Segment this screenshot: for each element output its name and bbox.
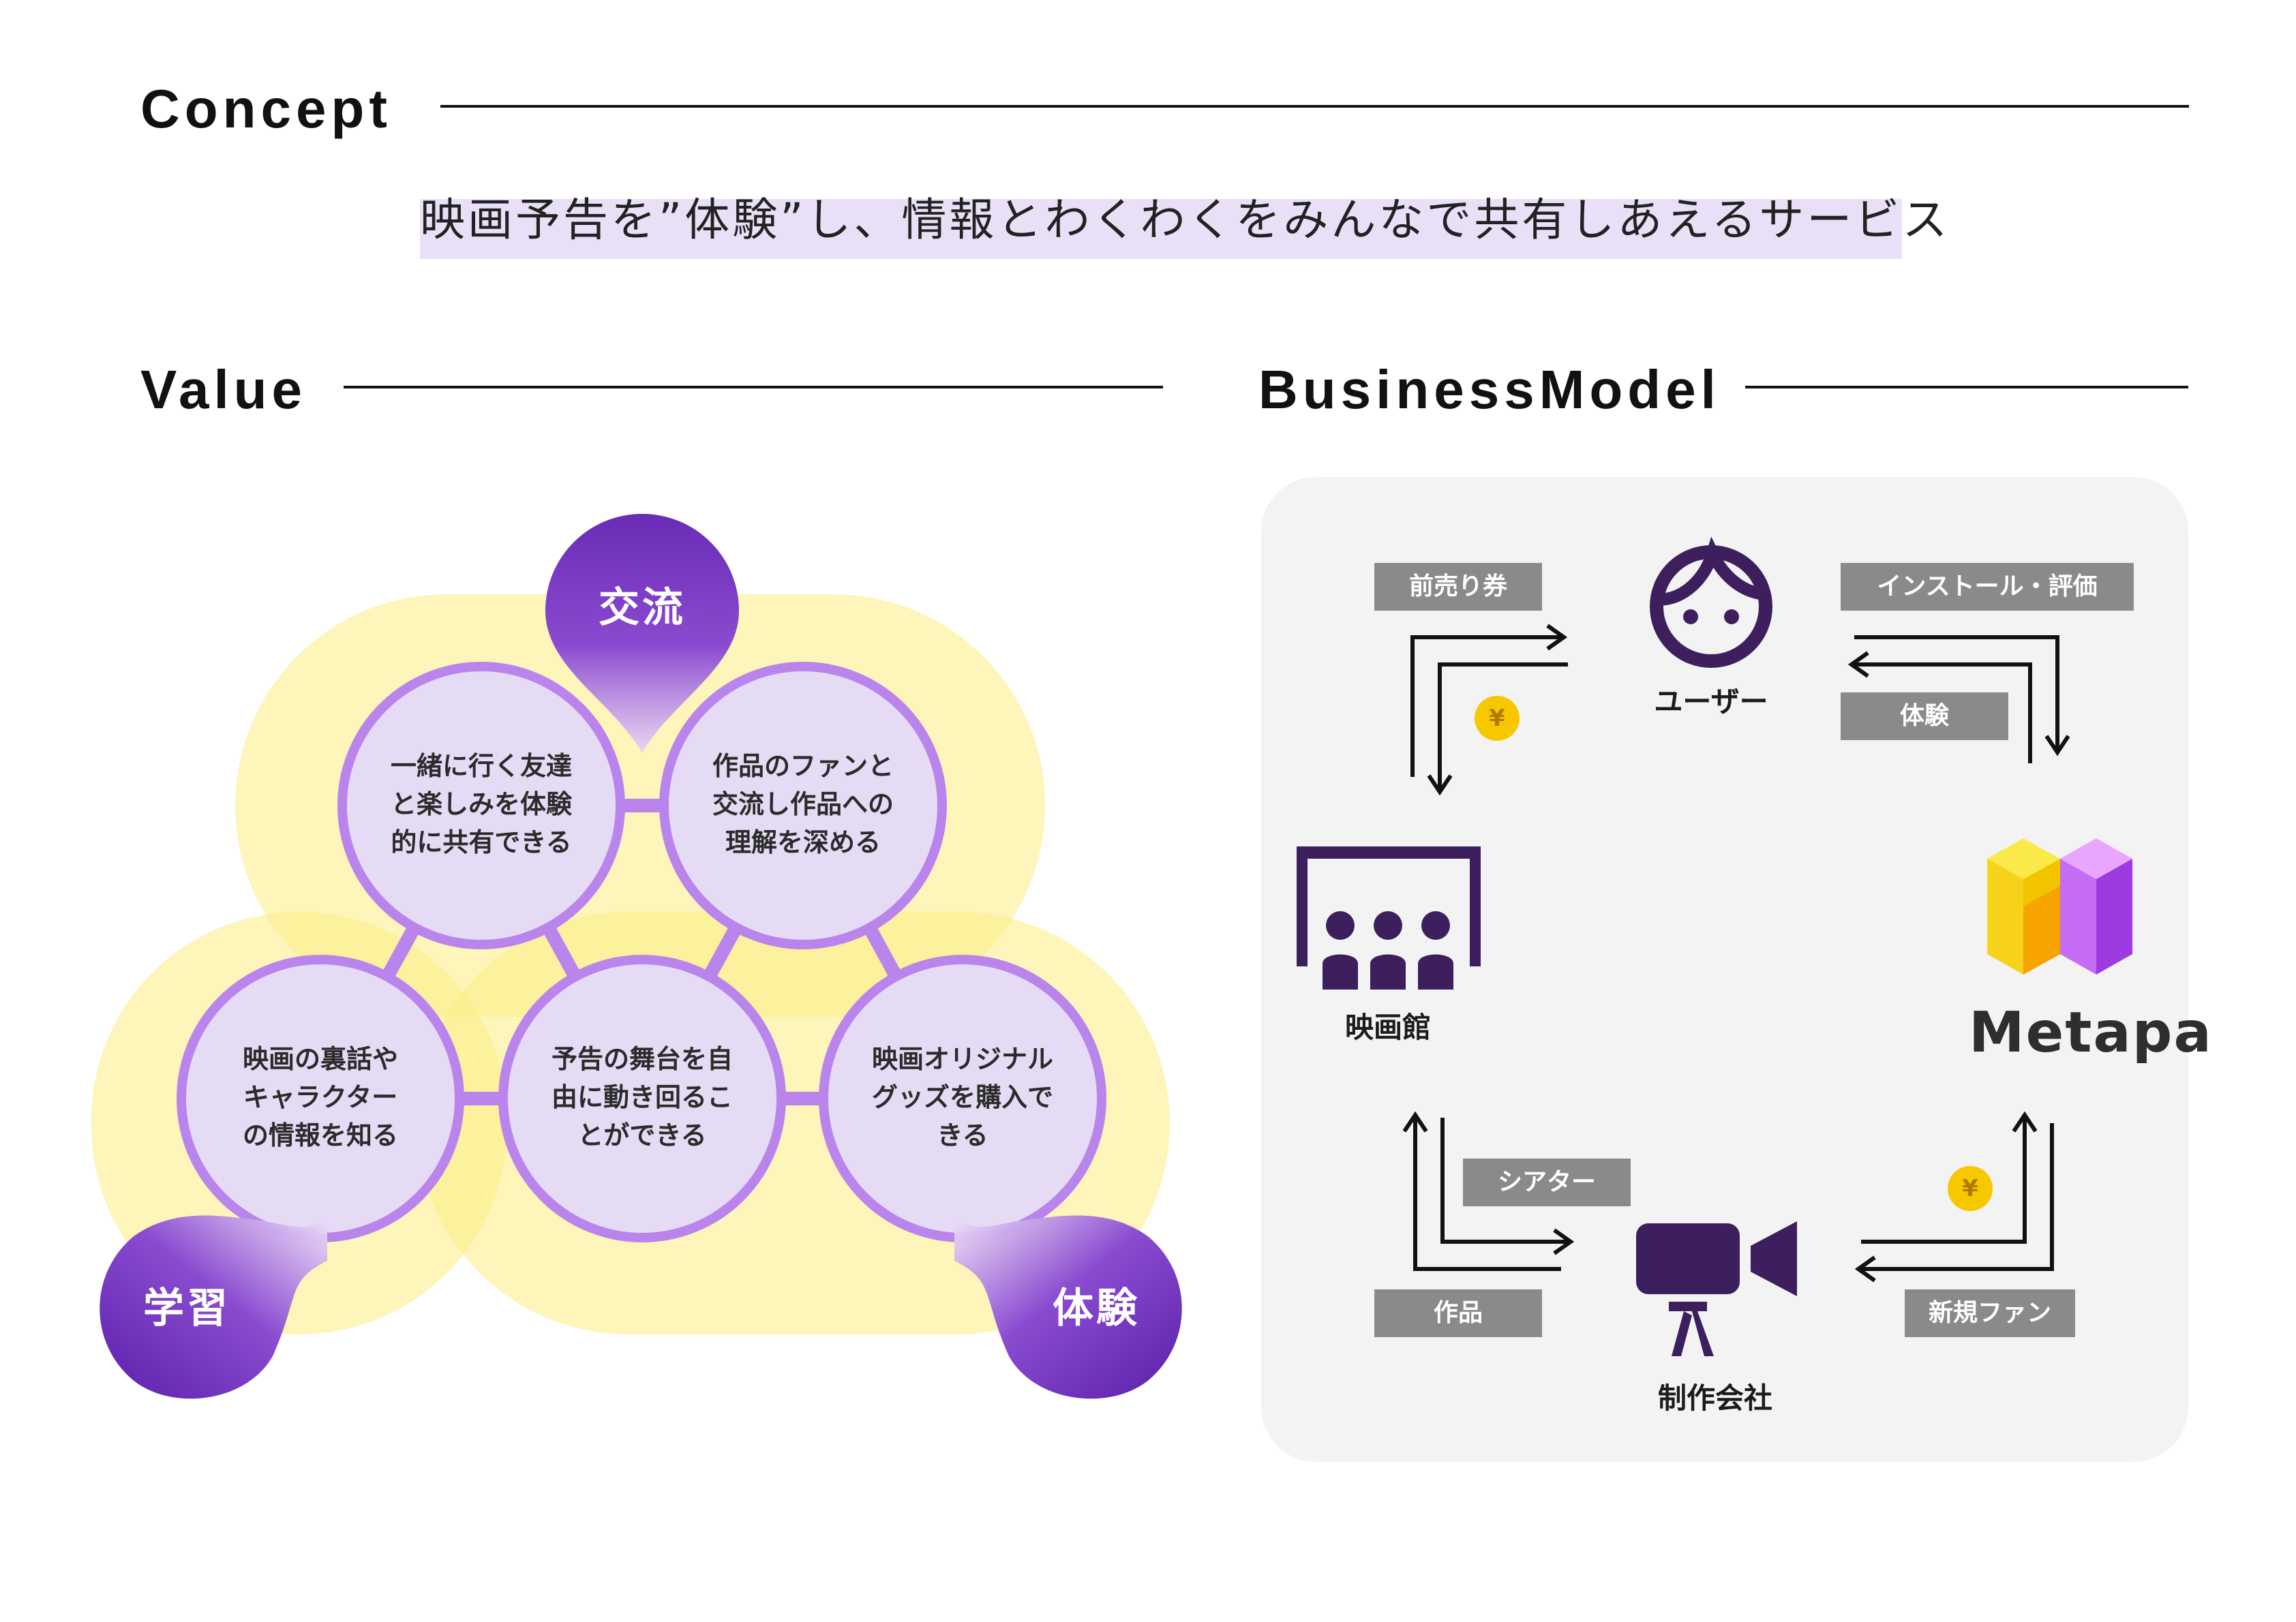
arrow-metapa-to-studio <box>1861 1123 2054 1271</box>
tag-theater: シアター <box>1463 1159 1631 1206</box>
arrow-head <box>2044 735 2070 756</box>
bubble-line: 的に共有できる <box>391 827 572 857</box>
arrow-theater-to-user <box>1410 635 1561 777</box>
arrow-head <box>1402 1111 1428 1133</box>
value-rule <box>344 386 1163 388</box>
arrow-studio-to-theater <box>1413 1118 1561 1271</box>
arrow-user-to-theater <box>1438 662 1568 789</box>
tag-experience: 体験 <box>1841 692 2008 740</box>
tag-new-fans: 新規ファン <box>1905 1289 2075 1337</box>
metapa-logo-icon <box>1987 838 2132 975</box>
bubble-line: 予告の舞台を自 <box>551 1044 733 1074</box>
bubble-line: 交流し作品への <box>712 789 894 819</box>
bubble-line: グッズを購入で <box>871 1082 1053 1112</box>
arrow-head <box>1553 1228 1575 1255</box>
concept-highlight <box>420 199 1902 259</box>
bubble-text-1: 作品のファンと 交流し作品への 理解を深める <box>701 747 905 861</box>
bubble-line: キャラクター <box>243 1082 398 1112</box>
arrow-studio-to-metapa <box>1861 1118 2027 1244</box>
movie-camera-icon <box>1636 1221 1797 1356</box>
pin-left <box>100 1215 327 1399</box>
arrow-head <box>1546 624 1568 651</box>
tag-install-review: インストール・評価 <box>1841 563 2134 611</box>
node-label-studio: 制作会社 <box>1657 1381 1772 1415</box>
arrow-head <box>1854 1255 1876 1283</box>
theater-audience-icon <box>1297 846 1481 990</box>
node-label-theater: 映画館 <box>1344 1011 1431 1044</box>
bubble-0 <box>337 662 625 949</box>
node-label-user: ユーザー <box>1654 685 1768 718</box>
arrow-metapa-to-user <box>1854 662 2032 763</box>
arrow-head <box>1427 774 1453 796</box>
arrow-head <box>1847 651 1869 678</box>
business-model-rule <box>1745 386 2188 388</box>
arrow-theater-to-studio <box>1440 1118 1568 1244</box>
bubble-line: 由に動き回るこ <box>551 1082 733 1112</box>
concept-rule <box>440 105 2189 108</box>
bubble-line: とができる <box>577 1120 707 1150</box>
bubble-text-4: 映画オリジナル グッズを購入で きる <box>860 1040 1065 1154</box>
bubble-line: 映画の裏話や <box>242 1044 398 1074</box>
pin-label-learning: 学習 <box>143 1285 230 1332</box>
yen-symbol: ¥ <box>1962 1175 1978 1202</box>
pin-label-exchange: 交流 <box>599 584 686 632</box>
tag-advance-ticket: 前売り券 <box>1374 563 1542 611</box>
bubble-line: 理解を深める <box>725 827 881 857</box>
bubble-line: 一緒に行く友達 <box>390 751 572 781</box>
bubble-line: 作品のファンと <box>712 751 894 781</box>
arrow-head <box>2012 1111 2038 1133</box>
value-title: Value <box>140 359 307 420</box>
business-model-title: BusinessModel <box>1258 359 1721 420</box>
bubble-1 <box>659 662 947 949</box>
user-face-icon <box>1650 536 1772 668</box>
bubble-line: と楽しみを体験 <box>390 789 572 819</box>
pin-right <box>954 1215 1182 1399</box>
yen-coin-icon <box>1475 696 1520 741</box>
concept-tagline: 映画予告を”体験”し、情報とわくわくをみんなで共有しあえるサービス <box>420 194 1950 246</box>
pin-top <box>545 514 739 753</box>
yen-coin-icon <box>1948 1166 1993 1211</box>
pin-label-experience: 体験 <box>1053 1285 1140 1332</box>
arrow-user-to-metapa <box>1854 635 2059 750</box>
bubble-line: の情報を知る <box>242 1120 398 1150</box>
metapa-wordmark: Metapa <box>1969 1000 2213 1065</box>
bubble-line: きる <box>937 1120 988 1150</box>
tag-works: 作品 <box>1374 1289 1542 1337</box>
bubble-text-3: 予告の舞台を自 由に動き回るこ とができる <box>540 1040 744 1154</box>
bubble-line: 映画オリジナル <box>871 1044 1053 1074</box>
bubble-3 <box>498 955 786 1242</box>
concept-title: Concept <box>140 78 392 139</box>
bubble-text-2: 映画の裏話や キャラクター の情報を知る <box>218 1040 423 1154</box>
bubble-text-0: 一緒に行く友達 と楽しみを体験 的に共有できる <box>379 747 584 861</box>
value-bubbles <box>177 662 1106 1242</box>
yen-symbol: ¥ <box>1489 705 1505 732</box>
